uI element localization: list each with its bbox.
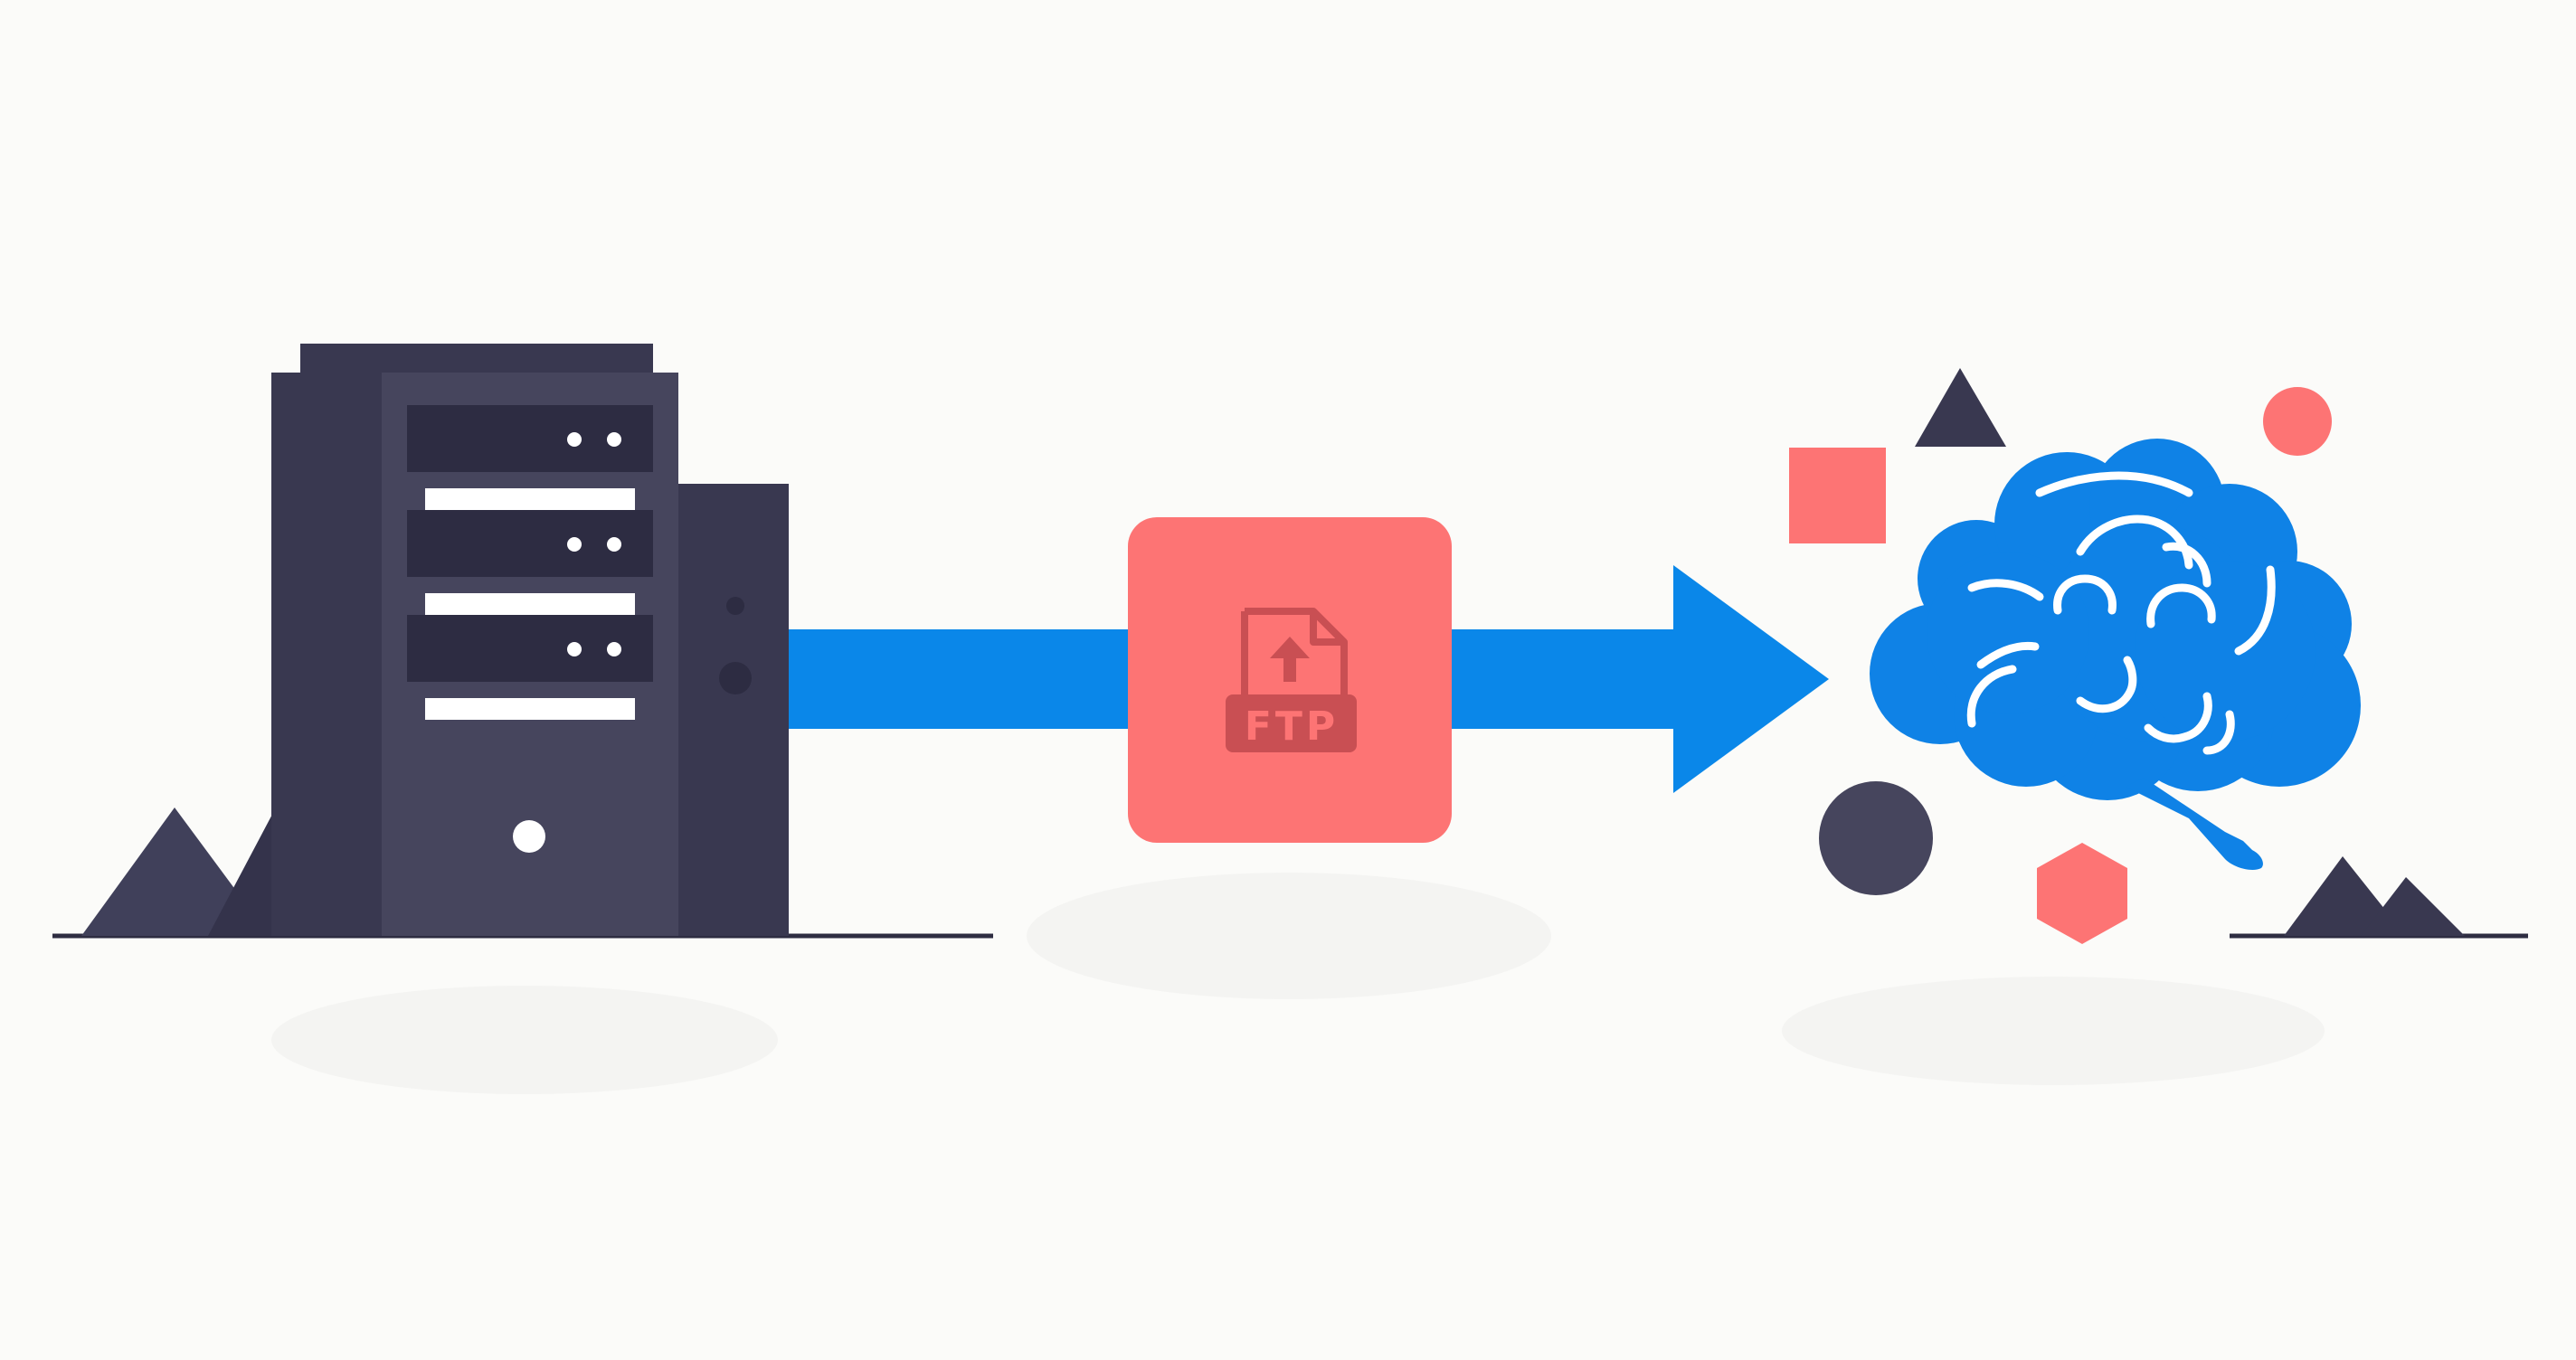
server-group xyxy=(52,344,993,939)
ftp-badge: FTP xyxy=(1128,517,1452,843)
square-shape xyxy=(1789,448,1886,543)
destination-group xyxy=(1789,368,2528,944)
mountain-small-left xyxy=(2284,856,2406,936)
transfer-arrow xyxy=(789,565,1829,793)
hexagon-shape xyxy=(2037,843,2127,944)
upload-arrow-icon xyxy=(1270,637,1310,682)
ground-shadows xyxy=(271,873,2325,1094)
mountain-small-right xyxy=(2361,877,2465,936)
arrow-head xyxy=(1673,565,1829,793)
coral-circle-shape xyxy=(2263,387,2332,456)
mountain-left xyxy=(81,808,270,936)
ftp-label: FTP xyxy=(1245,704,1339,750)
server-tower-icon xyxy=(271,344,789,936)
arrow-shaft-left xyxy=(789,629,1132,729)
arrow-shaft-right xyxy=(1447,629,1675,729)
dark-circle-shape xyxy=(1819,781,1933,895)
power-button xyxy=(513,820,545,853)
brain-icon xyxy=(1870,439,2361,870)
brain-folds xyxy=(1966,471,2276,755)
triangle-shape xyxy=(1915,368,2006,447)
ftp-upload-file-icon xyxy=(1226,608,1357,752)
